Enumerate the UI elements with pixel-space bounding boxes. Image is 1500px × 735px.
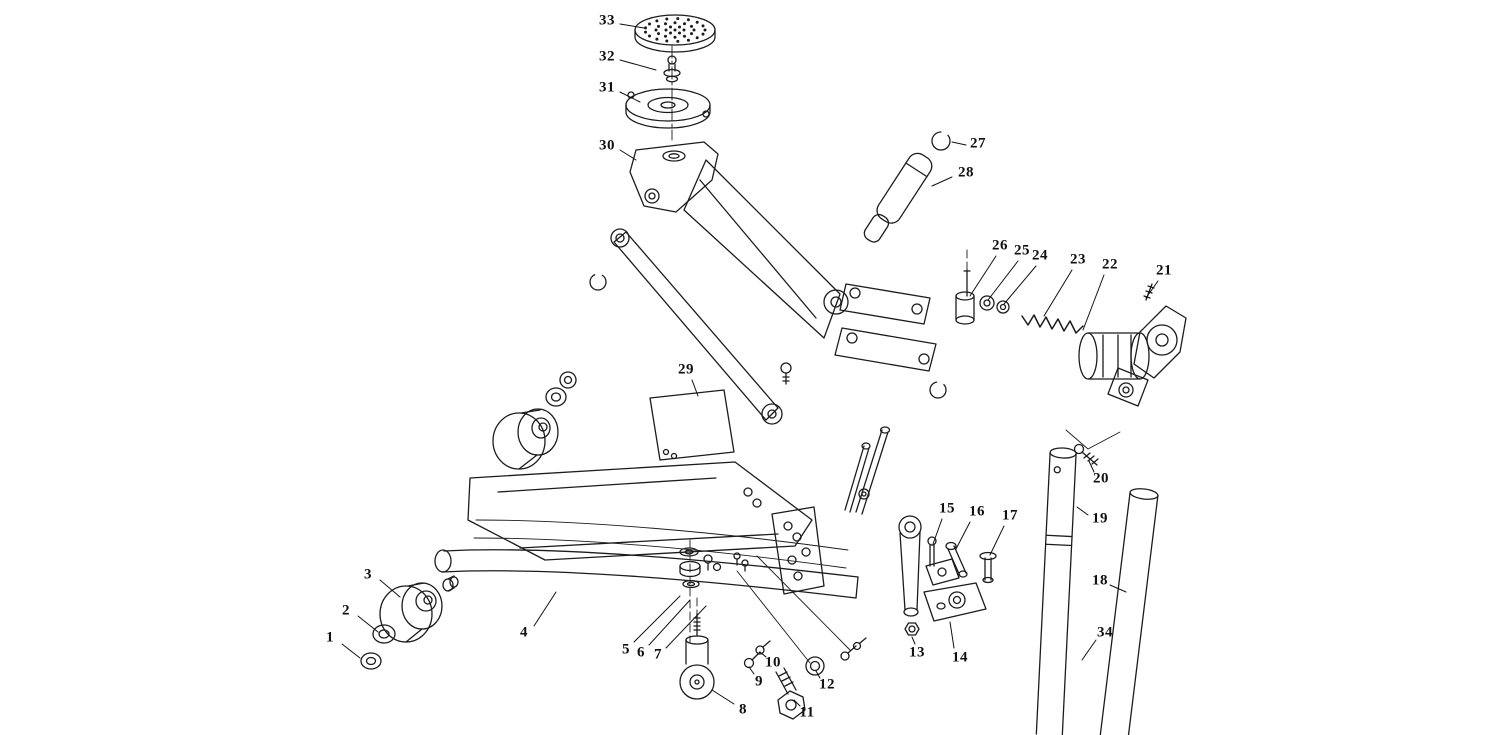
leader-line-9 [748, 666, 755, 675]
release-valve-assembly [929, 269, 1010, 399]
arm-bolt [780, 362, 792, 385]
leader-line-25 [987, 260, 1019, 301]
leader-line-34 [1081, 639, 1097, 661]
leader-line-29 [691, 379, 699, 397]
leader-line-33 [619, 23, 645, 29]
pins-15-16-17 [925, 536, 997, 586]
leader-line-10 [759, 651, 767, 658]
rear-wheel-assembly [492, 371, 577, 470]
small-bolts [840, 637, 867, 661]
leader-line-11 [793, 699, 801, 707]
ram-cylinder [863, 152, 933, 243]
leader-line-2 [357, 615, 379, 633]
chassis-frame [434, 461, 859, 664]
pad-dots [644, 17, 707, 43]
screws-9-10 [743, 640, 771, 669]
saddle-cup [625, 88, 711, 129]
handle-socket [1107, 283, 1187, 407]
leader-line-16 [955, 521, 971, 550]
caster [679, 613, 715, 700]
retaining-ring [931, 131, 951, 151]
leader-line-13 [911, 636, 916, 645]
leader-line-15 [932, 518, 943, 545]
link-arm [589, 228, 783, 425]
leader-line-31 [619, 91, 641, 103]
leader-line-20 [1088, 460, 1095, 473]
leader-line-14 [949, 621, 955, 649]
cover-plate [649, 389, 735, 461]
leader-line-22 [1082, 274, 1105, 331]
lift-arm [683, 159, 849, 339]
leader-lines [341, 23, 1159, 707]
leader-line-1 [341, 643, 361, 659]
leader-line-19 [1076, 506, 1089, 516]
washer-1 [360, 652, 382, 670]
washer-2 [372, 624, 396, 644]
lift-arm-head [629, 141, 719, 213]
washer-12 [805, 656, 825, 676]
leader-line-6 [648, 599, 691, 646]
leader-line-5 [633, 595, 681, 643]
leader-line-18 [1109, 584, 1127, 593]
leader-line-24 [1003, 265, 1037, 305]
handle-tube-19 [1035, 447, 1077, 735]
leader-line-3 [379, 579, 401, 598]
leader-line-26 [969, 255, 997, 297]
assembly-centerlines [671, 45, 968, 643]
leader-line-23 [1043, 269, 1073, 317]
saddle-screw [663, 55, 681, 83]
bolt-11 [775, 667, 806, 720]
rear-link-bracket [898, 515, 987, 636]
saddle-pad [634, 14, 716, 53]
spring [1021, 314, 1084, 334]
center-hardware [679, 547, 749, 589]
leader-line-27 [951, 141, 967, 146]
long-bolts [844, 426, 891, 515]
front-wheel [379, 575, 459, 643]
leader-line-4 [533, 591, 557, 627]
bolt-20 [1065, 429, 1121, 466]
handle-tube-18 [1099, 488, 1159, 735]
leader-line-17 [989, 525, 1005, 556]
leader-line-32 [619, 59, 657, 71]
leader-line-7 [665, 605, 707, 649]
leader-line-8 [711, 689, 735, 705]
leader-line-30 [619, 149, 637, 161]
leader-line-21 [1145, 280, 1159, 299]
leader-line-28 [931, 176, 953, 187]
rear-link-plates [834, 283, 937, 372]
leader-line-12 [815, 670, 821, 679]
